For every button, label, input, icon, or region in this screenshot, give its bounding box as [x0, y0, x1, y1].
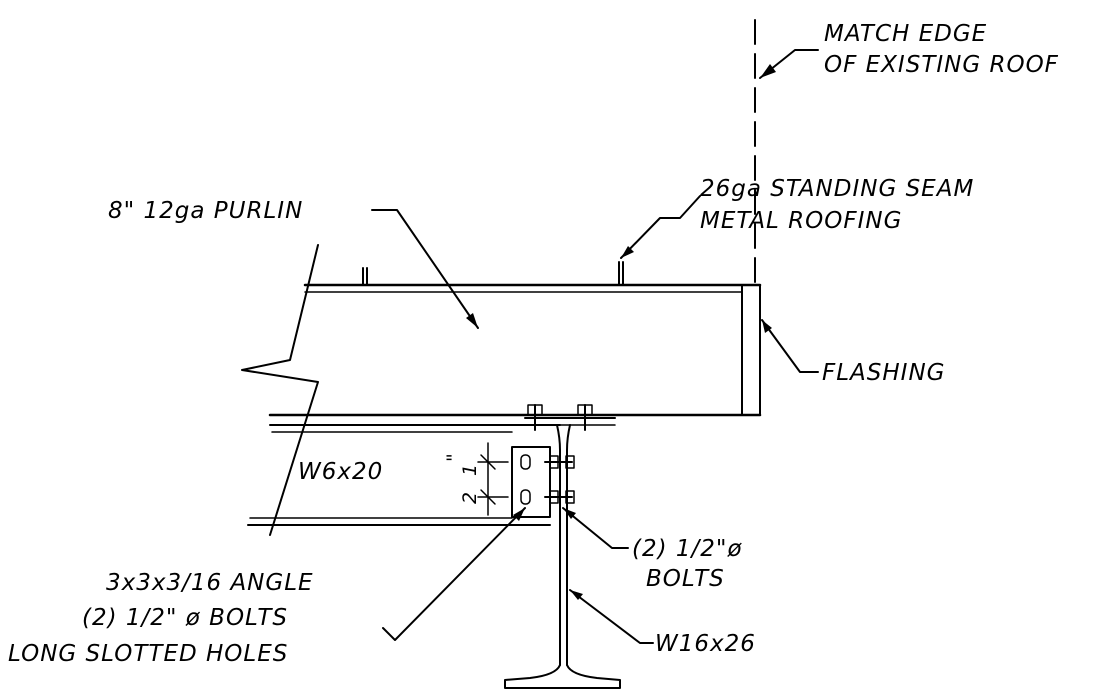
- roofing-label-line1: 26ga STANDING SEAM: [700, 176, 974, 202]
- w6-beam-label: W6x20: [298, 459, 383, 485]
- match-edge-label-line2: OF EXISTING ROOF: [824, 52, 1059, 78]
- angle-leader: [382, 507, 526, 641]
- w16-column-label: W16x26: [655, 631, 756, 657]
- bolt-top-right: [577, 404, 593, 431]
- bolts-right-label-line2: BOLTS: [646, 566, 725, 592]
- angle-label-line3: LONG SLOTTED HOLES: [8, 641, 288, 667]
- bolt-top-left: [527, 404, 543, 431]
- angle-label-line1: 3x3x3/16 ANGLE: [106, 570, 314, 596]
- roofing-label-line2: METAL ROOFING: [700, 208, 902, 234]
- dimension-value-1: 1: [459, 464, 481, 476]
- angle-label-line2: (2) 1/2" ø BOLTS: [82, 605, 288, 631]
- bolt-web-upper: [544, 455, 575, 469]
- roofing-leader: [620, 195, 701, 259]
- bolts-right-label-line1: (2) 1/2"ø: [632, 536, 743, 562]
- standing-seam-ribs: [362, 261, 624, 286]
- flashing-label: FLASHING: [822, 360, 945, 386]
- purlin-member: [268, 283, 762, 417]
- hole-spacing-dimension: [477, 442, 509, 516]
- w6-beam: [247, 424, 561, 526]
- purlin-leader: [371, 209, 479, 329]
- bolt-web-lower: [544, 490, 575, 504]
- match-edge-label-line1: MATCH EDGE: [824, 21, 987, 47]
- w16-leader: [569, 589, 654, 644]
- flashing-leader: [761, 319, 819, 373]
- purlin-label: 8" 12ga PURLIN: [108, 198, 303, 224]
- bolts-right-leader: [562, 507, 629, 549]
- clip-angle: [511, 446, 551, 518]
- break-line: [241, 244, 319, 536]
- dimension-value-2: 2: [459, 492, 481, 504]
- dimension-unit: ": [443, 453, 465, 462]
- w16-column: [504, 417, 621, 689]
- match-edge-leader: [759, 49, 819, 79]
